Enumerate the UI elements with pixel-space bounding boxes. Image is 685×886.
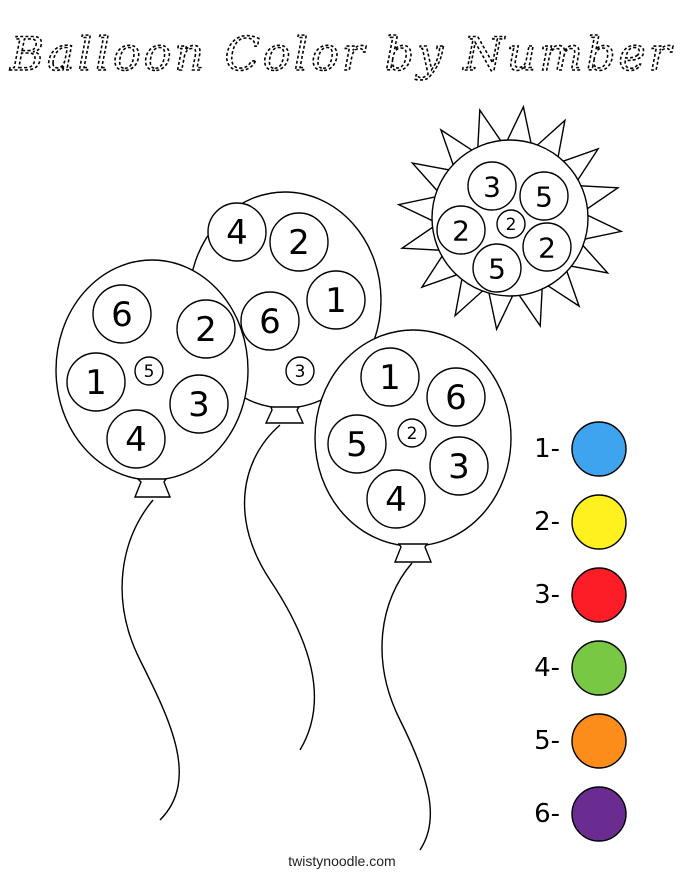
sun-bubble-number: 3: [483, 171, 501, 204]
color-key: 1- 2- 3- 4- 5- 6-: [534, 421, 627, 842]
left-balloon-number-bubble: 1: [66, 352, 126, 412]
right-balloon-bubble-number: 3: [448, 447, 470, 487]
left-balloon-number-bubble: 6: [92, 284, 152, 344]
left-balloon-bubble-circle: [92, 284, 152, 344]
left-balloon-bubble-circle: [176, 299, 236, 359]
middle-balloon-bubble-circle: [207, 202, 267, 262]
sun-bubble-number: 5: [535, 181, 553, 214]
sun-number-bubble: 5: [472, 243, 522, 293]
left-balloon-bubble-number: 6: [111, 295, 133, 335]
color-key-label: 6-: [534, 799, 560, 829]
left-balloon-number-bubble: 2: [176, 299, 236, 359]
right-balloon-bubble-number: 6: [445, 378, 467, 418]
page-title: Balloon Color by Number: [9, 27, 673, 81]
right-balloon-string: [381, 562, 432, 851]
left-balloon-bubble-circle: [169, 374, 229, 434]
middle-balloon-bubble-number: 6: [259, 302, 281, 342]
color-key-item: 3-: [534, 567, 627, 623]
right-balloon-bubble-number: 2: [407, 424, 418, 444]
right-balloon-bubble-number: 5: [346, 425, 368, 465]
middle-balloon-bubble-circle: [285, 356, 315, 386]
left-balloon-bubble-circle: [134, 356, 164, 386]
right-balloon-number-bubble: 1: [360, 347, 420, 407]
sun-bubble-number: 2: [452, 215, 470, 248]
right-balloon-bubble-circle: [327, 414, 387, 474]
left-balloon-bubble-circle: [106, 409, 166, 469]
right-balloon-number-bubble: 6: [426, 367, 486, 427]
left-balloon-bubble-number: 3: [188, 385, 210, 425]
middle-balloon-bubble-number: 3: [295, 362, 306, 382]
sun-bubble-circle: [522, 222, 572, 272]
color-key-label: 4-: [534, 653, 560, 683]
middle-balloon-bubble-number: 2: [288, 223, 310, 263]
middle-balloon-number-bubble: 3: [285, 356, 315, 386]
left-balloon-bubble-number: 2: [195, 310, 217, 350]
right-balloon-bubble-circle: [366, 469, 426, 529]
color-key-item: 1-: [534, 421, 627, 477]
sun-bubble-number: 2: [506, 215, 517, 235]
right-balloon-bubble-circle: [360, 347, 420, 407]
left-balloon-number-bubble: 5: [134, 356, 164, 386]
middle-balloon-number-bubble: 6: [240, 291, 300, 351]
left-balloon-bubble-number: 1: [85, 363, 107, 403]
middle-balloon-number-bubble: 4: [207, 202, 267, 262]
color-key-item: 5-: [534, 713, 627, 769]
sun-number-bubble: 5: [519, 171, 569, 221]
sun-bubble-number: 5: [488, 253, 506, 286]
color-key-label: 1-: [534, 434, 560, 464]
right-balloon-bubble-circle: [397, 418, 427, 448]
right-balloon-number-bubble: 4: [366, 469, 426, 529]
color-swatch-green: [571, 640, 627, 696]
sun-number-bubble: 2: [522, 222, 572, 272]
color-key-item: 2-: [534, 494, 627, 550]
color-key-item: 6-: [534, 786, 627, 842]
color-swatch-blue: [571, 421, 627, 477]
middle-balloon-knot: [264, 406, 305, 424]
color-swatch-red: [571, 567, 627, 623]
footer-credit: twistynoodle.com: [288, 853, 395, 869]
right-balloon-number-bubble: 5: [327, 414, 387, 474]
sun-bubble-circle: [519, 171, 569, 221]
middle-balloon-bubble-number: 4: [226, 213, 248, 253]
left-balloon-bubble-number: 5: [144, 362, 155, 382]
sun-number-bubble: 2: [436, 205, 486, 255]
left-balloon-knot: [133, 478, 172, 498]
sun-bubble-circle: [467, 161, 517, 211]
color-key-label: 2-: [534, 507, 560, 537]
middle-balloon-bubble-circle: [306, 270, 366, 330]
color-key-label: 3-: [534, 580, 560, 610]
right-balloon-number-bubble: 2: [397, 418, 427, 448]
left-balloon-string: [121, 499, 180, 821]
right-balloon-bubble-circle: [426, 367, 486, 427]
sun-bubble-circle: [436, 205, 486, 255]
sun-bubble-circle: [472, 243, 522, 293]
sun-bubble-number: 2: [538, 232, 556, 265]
color-key-item: 4-: [534, 640, 627, 696]
right-balloon-bubble-number: 4: [385, 480, 407, 520]
left-balloon-number-bubble: 4: [106, 409, 166, 469]
right-balloon-knot: [393, 543, 433, 563]
middle-balloon-number-bubble: 2: [269, 212, 329, 272]
color-swatch-yellow: [571, 494, 627, 550]
right-balloon-bubble-circle: [429, 436, 489, 496]
right-balloon-bubble-number: 1: [379, 358, 401, 398]
middle-balloon-bubble-circle: [269, 212, 329, 272]
left-balloon-number-bubble: 3: [169, 374, 229, 434]
middle-balloon-bubble-circle: [240, 291, 300, 351]
sun-bubble-circle: [496, 209, 526, 239]
right-balloon-number-bubble: 3: [429, 436, 489, 496]
color-swatch-orange: [571, 713, 627, 769]
middle-balloon-bubble-number: 1: [325, 281, 347, 321]
left-balloon-bubble-number: 4: [125, 420, 147, 460]
left-balloon-bubble-circle: [66, 352, 126, 412]
color-swatch-purple: [571, 786, 627, 842]
color-key-label: 5-: [534, 726, 560, 756]
sun-number-bubble: 2: [496, 209, 526, 239]
sun-number-bubble: 3: [467, 161, 517, 211]
middle-balloon-number-bubble: 1: [306, 270, 366, 330]
middle-balloon-string: [243, 424, 316, 751]
